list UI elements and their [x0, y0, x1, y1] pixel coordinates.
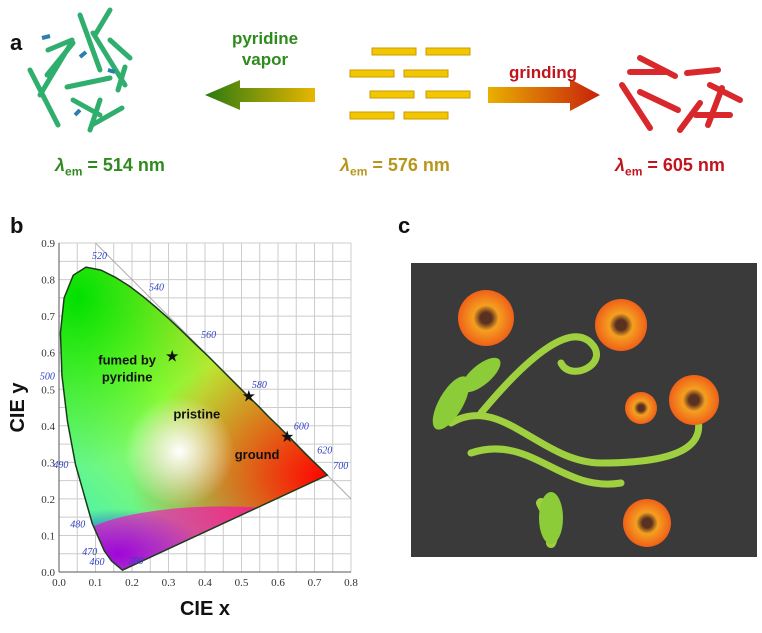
sub: em — [65, 164, 83, 179]
wavelength-label: 480 — [70, 519, 85, 530]
y-tick-label: 0.7 — [41, 311, 55, 323]
x-tick-label: 0.8 — [344, 577, 358, 589]
x-tick-label: 0.2 — [125, 577, 139, 589]
lambda: λ — [55, 155, 66, 175]
patterned-paper-photo — [411, 263, 757, 557]
lambda: λ — [615, 155, 626, 175]
y-tick-label: 0.2 — [41, 494, 55, 506]
y-tick-label: 0.0 — [41, 567, 55, 579]
x-axis-label: CIE x — [180, 598, 230, 620]
wavelength-label: 470 — [82, 547, 97, 558]
x-tick-label: 0.1 — [89, 577, 103, 589]
wavelength-label: 620 — [317, 445, 332, 456]
yellow-crystal-packing — [349, 47, 471, 120]
x-tick-label: 0.3 — [162, 577, 176, 589]
sub: em — [350, 164, 368, 179]
white-point — [124, 396, 235, 507]
emission-red: λem = 605 nm — [615, 155, 725, 179]
y-tick-label: 0.3 — [41, 457, 55, 469]
value: = 514 nm — [87, 155, 165, 175]
panel-c-label: c — [398, 213, 411, 238]
left-arrow — [205, 80, 315, 110]
wavelength-label: 520 — [92, 251, 107, 262]
wavelength-label: 460 — [90, 557, 105, 568]
value: = 576 nm — [372, 155, 450, 175]
panel-a-scheme — [27, 7, 743, 133]
y-tick-label: 0.5 — [41, 384, 55, 396]
data-point-label: pyridine — [102, 369, 153, 384]
sub: em — [625, 164, 643, 179]
wavelength-label: 560 — [201, 330, 216, 341]
wavelength-label: 600 — [294, 422, 309, 433]
spectral-locus — [59, 266, 329, 572]
red-crystal-packing — [619, 55, 743, 133]
data-point-label: pristine — [173, 407, 220, 422]
y-tick-label: 0.8 — [41, 275, 55, 287]
wavelength-label: 380 — [128, 556, 144, 567]
x-tick-label: 0.0 — [52, 577, 66, 589]
x-tick-label: 0.4 — [198, 577, 212, 589]
leaves — [432, 357, 563, 544]
right-arrow — [488, 79, 600, 111]
panel-a-label: a — [10, 30, 23, 55]
pyridine-vapor-line2: vapor — [241, 50, 289, 69]
lambda: λ — [340, 155, 351, 175]
wavelength-label: 540 — [149, 282, 164, 293]
emission-yellow: λem = 576 nm — [340, 155, 450, 179]
x-tick-label: 0.5 — [235, 577, 249, 589]
cie-chart: 0.0 0.1 0.2 0.3 0.4 0.5 0.6 0.7 0.8 0.0 0.1 0.2 0.3 0… — [7, 238, 358, 620]
x-tick-label: 0.7 — [308, 577, 322, 589]
flowers — [458, 290, 719, 547]
wavelength-label: 700 — [333, 461, 348, 472]
data-point-label: ground — [235, 447, 280, 462]
data-point-label: fumed by — [98, 352, 157, 367]
green-region — [60, 267, 228, 468]
grinding-label: grinding — [509, 63, 577, 82]
data-point-star: ★ — [165, 348, 179, 365]
blue-linkers — [41, 34, 116, 117]
y-tick-label: 0.6 — [41, 348, 55, 360]
y-tick-label: 0.4 — [41, 421, 55, 433]
x-tick-label: 0.6 — [271, 577, 285, 589]
pyridine-vapor-line1: pyridine — [231, 29, 299, 48]
y-axis-label: CIE y — [7, 382, 29, 433]
y-tick-label: 0.1 — [41, 530, 55, 542]
wavelength-label: 490 — [53, 460, 68, 471]
wavelength-label: 500 — [40, 371, 55, 382]
green-crystal-packing — [27, 7, 133, 133]
emission-green: λem = 514 nm — [55, 155, 165, 179]
data-point-star: ★ — [242, 389, 256, 406]
data-point-star: ★ — [280, 429, 294, 446]
wavelength-label: 580 — [252, 380, 267, 391]
panel-b-label: b — [10, 213, 24, 238]
y-tick-label: 0.9 — [41, 238, 55, 250]
value: = 605 nm — [647, 155, 725, 175]
